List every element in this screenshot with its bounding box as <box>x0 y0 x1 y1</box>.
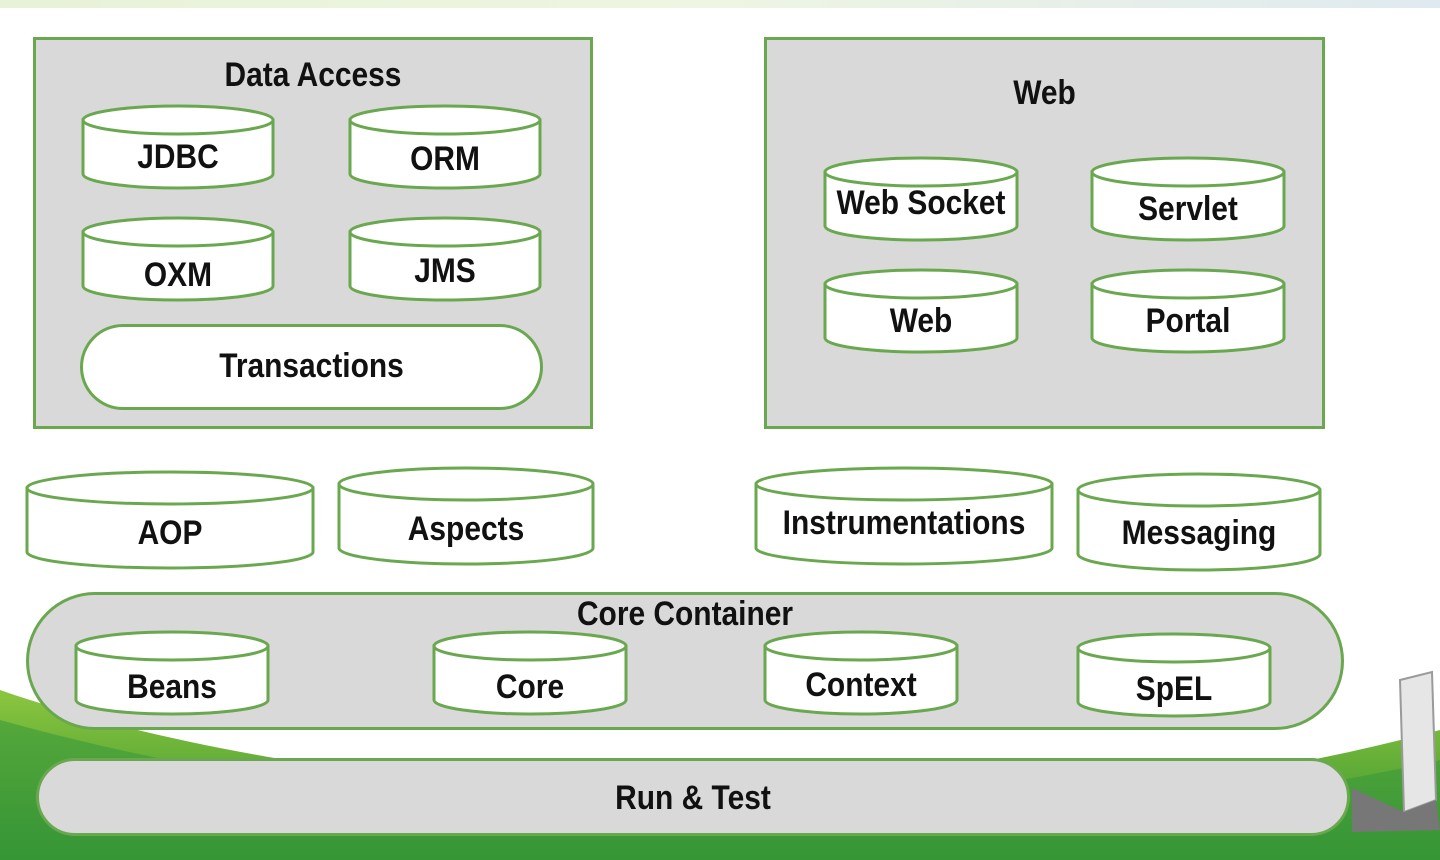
cylinder-jms: JMS <box>348 216 542 302</box>
cylinder-beans-label: Beans <box>127 668 217 706</box>
data-access-title: Data Access <box>224 56 402 94</box>
transactions-pill: Transactions <box>80 324 543 410</box>
cylinder-beans: Beans <box>74 630 270 716</box>
cylinder-orm-label: ORM <box>410 140 480 178</box>
run-test-bar: Run & Test <box>36 758 1350 836</box>
cylinder-core: Core <box>432 630 628 716</box>
cylinder-aspects-shape <box>337 466 595 566</box>
cylinder-servlet: Servlet <box>1090 156 1286 242</box>
cylinder-messaging: Messaging <box>1076 472 1322 572</box>
cylinder-messaging-label: Messaging <box>1121 514 1277 552</box>
run-test-label: Run & Test <box>615 779 771 817</box>
cylinder-web-socket-shape <box>823 156 1019 242</box>
cylinder-instrumentations: Instrumentations <box>754 466 1054 566</box>
cylinder-portal-shape <box>1090 268 1286 354</box>
cylinder-jdbc: JDBC <box>81 104 275 190</box>
cylinder-aop: AOP <box>25 470 315 570</box>
cylinder-core-shape <box>432 630 628 716</box>
cylinder-oxm-shape <box>81 216 275 302</box>
cylinder-instrumentations-label: Instrumentations <box>782 504 1026 542</box>
cylinder-context-label: Context <box>805 666 917 704</box>
cylinder-spel-label: SpEL <box>1135 670 1213 708</box>
cylinder-portal-label: Portal <box>1145 302 1231 340</box>
cylinder-jdbc-label: JDBC <box>137 138 219 176</box>
cylinder-servlet-label: Servlet <box>1138 190 1238 228</box>
cylinder-oxm: OXM <box>81 216 275 302</box>
cylinder-beans-shape <box>74 630 270 716</box>
core-container-title: Core Container <box>576 595 794 633</box>
cylinder-aspects: Aspects <box>337 466 595 566</box>
cylinder-orm-shape <box>348 104 542 190</box>
cylinder-core-label: Core <box>495 668 565 706</box>
cylinder-web-shape <box>823 268 1019 354</box>
cylinder-jms-label: JMS <box>414 252 476 290</box>
web-title: Web <box>1013 74 1076 112</box>
cylinder-messaging-shape <box>1076 472 1322 572</box>
cylinder-spel-shape <box>1076 632 1272 718</box>
cylinder-orm: ORM <box>348 104 542 190</box>
cylinder-aop-label: AOP <box>137 514 203 552</box>
cylinder-aop-shape <box>25 470 315 570</box>
transactions-label: Transactions <box>219 347 404 385</box>
cylinder-web-socket-label: Web Socket <box>836 184 1006 222</box>
cylinder-aspects-label: Aspects <box>407 510 525 548</box>
cylinder-servlet-shape <box>1090 156 1286 242</box>
cylinder-oxm-label: OXM <box>143 256 213 294</box>
cylinder-web: Web <box>823 268 1019 354</box>
cylinder-web-label: Web <box>889 302 953 340</box>
cylinder-jms-shape <box>348 216 542 302</box>
cylinder-web-socket: Web Socket <box>823 156 1019 242</box>
cylinder-jdbc-shape <box>81 104 275 190</box>
cylinder-portal: Portal <box>1090 268 1286 354</box>
cylinder-instrumentations-shape <box>754 466 1054 566</box>
laptop-icon <box>1352 670 1440 832</box>
cylinder-spel: SpEL <box>1076 632 1272 718</box>
cylinder-context: Context <box>763 630 959 716</box>
cylinder-context-shape <box>763 630 959 716</box>
